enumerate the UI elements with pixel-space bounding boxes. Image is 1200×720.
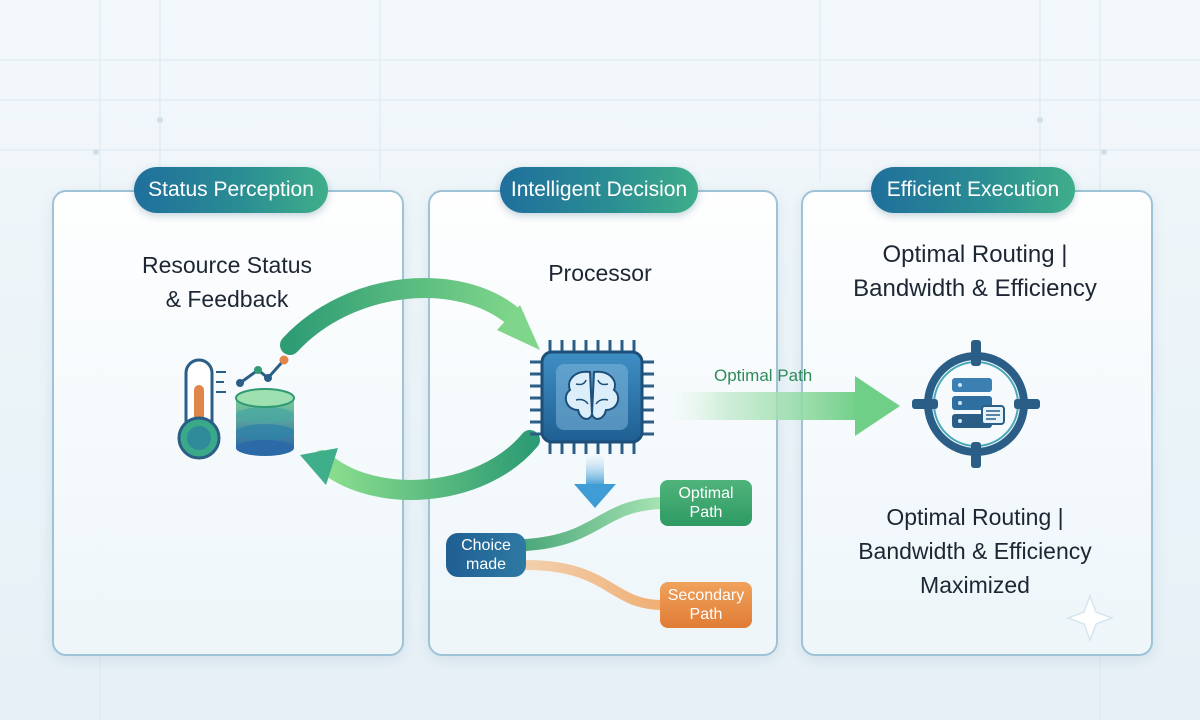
- downward-arrow-icon: [574, 456, 616, 508]
- thermometer-icon: [177, 358, 226, 460]
- secondary-chip-line-2: Path: [689, 606, 723, 623]
- status-perception-panel: [52, 190, 404, 656]
- execution-title: Optimal Routing | Bandwidth & Efficiency: [820, 238, 1130, 306]
- execution-title-line-1: Optimal Routing |: [882, 241, 1068, 268]
- decision-paths: [520, 497, 668, 610]
- processor-title: Processor: [548, 260, 652, 286]
- optimal-chip-line-2: Path: [689, 504, 723, 521]
- execution-summary-line-2: Bandwidth & Efficiency: [858, 538, 1092, 564]
- database-icon: [235, 388, 295, 456]
- feedback-arrow-forward: [280, 278, 540, 355]
- execution-summary-line-3: Maximized: [920, 572, 1030, 598]
- resource-status-title: Resource Status & Feedback: [92, 248, 362, 316]
- intelligent-decision-label: Intelligent Decision: [500, 167, 698, 213]
- secondary-chip-line-1: Secondary: [667, 587, 745, 604]
- choice-made-node: Choice made: [446, 533, 526, 577]
- execution-title-line-2: Bandwidth & Efficiency: [853, 275, 1097, 302]
- resource-status-line-2: & Feedback: [165, 286, 289, 312]
- feedback-arrow-return: [300, 430, 540, 500]
- optimal-chip-line-1: Optimal: [678, 485, 734, 502]
- brain-chip-icon: [530, 340, 654, 454]
- sparkle-icon: [1065, 593, 1115, 643]
- status-perception-label: Status Perception: [134, 167, 328, 213]
- target-server-icon: [912, 340, 1040, 468]
- optimal-path-node: Optimal Path: [660, 480, 752, 526]
- optimal-path-label: Optimal Path: [714, 366, 813, 385]
- choice-line-1: Choice: [461, 537, 511, 554]
- efficient-execution-label: Efficient Execution: [871, 167, 1075, 213]
- execution-summary-line-1: Optimal Routing |: [886, 504, 1064, 530]
- line-chart-icon: [236, 355, 289, 387]
- resource-status-line-1: Resource Status: [141, 252, 313, 278]
- execution-summary: Optimal Routing | Bandwidth & Efficiency…: [820, 500, 1130, 602]
- secondary-path-node: Secondary Path: [660, 582, 752, 628]
- choice-line-2: made: [465, 556, 507, 573]
- optimal-path-arrow: [670, 376, 900, 436]
